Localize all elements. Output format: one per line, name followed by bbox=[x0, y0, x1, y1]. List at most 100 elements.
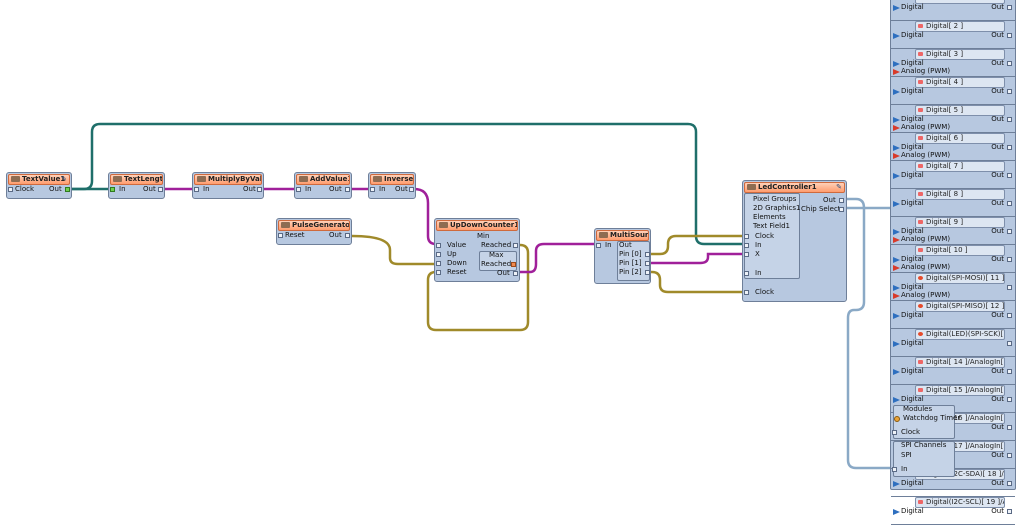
inverse-component[interactable]: Inverse1 In Out bbox=[368, 172, 416, 199]
slot-out-pin[interactable] bbox=[1007, 145, 1012, 150]
addvalue-component[interactable]: AddValue1 In Out bbox=[294, 172, 352, 199]
board-slot[interactable]: Digital(LED)(SPI-SCK)[ 13 ]Digital bbox=[891, 329, 1015, 357]
slot-header[interactable]: Digital[ 8 ] bbox=[915, 189, 1005, 200]
clock2-pin[interactable] bbox=[744, 290, 749, 295]
slot-header[interactable]: Digital[ 4 ] bbox=[915, 77, 1005, 88]
textvalue-component[interactable]: TextValue1✎ Clock Out bbox=[6, 172, 72, 199]
clock-pin[interactable] bbox=[8, 187, 13, 192]
clock-pin[interactable] bbox=[744, 234, 749, 239]
multisource-component[interactable]: MultiSource1 In Out Pin [0] Pin [1] Pin … bbox=[594, 228, 651, 284]
slot-out-pin[interactable] bbox=[1007, 257, 1012, 262]
slot-out-pin[interactable] bbox=[1007, 285, 1012, 290]
slot-header[interactable]: Digital[ 15 ]/AnalogIn[ 1 ] bbox=[915, 385, 1005, 396]
out-pin[interactable] bbox=[257, 187, 262, 192]
out-pin[interactable] bbox=[839, 198, 844, 203]
inverse-title: Inverse1 bbox=[370, 174, 414, 185]
pin0-out[interactable] bbox=[645, 252, 650, 257]
slot-header[interactable]: Digital[ 9 ] bbox=[915, 217, 1005, 228]
modules-clock-pin[interactable] bbox=[892, 430, 897, 435]
wrench-icon[interactable]: ✎ bbox=[836, 183, 842, 191]
reset-pin[interactable] bbox=[436, 270, 441, 275]
in2-pin[interactable] bbox=[744, 271, 749, 276]
slot-out-pin[interactable] bbox=[1007, 173, 1012, 178]
slot-out-pin[interactable] bbox=[1007, 61, 1012, 66]
updowncounter-component[interactable]: UpDownCounter1 Min Value Reached Up Max … bbox=[434, 218, 520, 282]
textlength-component[interactable]: TextLength1 In Out bbox=[108, 172, 165, 199]
slot-out-pin[interactable] bbox=[1007, 5, 1012, 10]
slot-out-pin[interactable] bbox=[1007, 201, 1012, 206]
out-pin[interactable] bbox=[65, 187, 70, 192]
slot-out-pin[interactable] bbox=[1007, 425, 1012, 430]
slot-out-pin[interactable] bbox=[1007, 341, 1012, 346]
slot-header[interactable]: Digital[ 14 ]/AnalogIn[ 0 ] bbox=[915, 357, 1005, 368]
in-pin[interactable] bbox=[744, 243, 749, 248]
slot-out-pin[interactable] bbox=[1007, 89, 1012, 94]
out-pin[interactable] bbox=[409, 187, 414, 192]
slot-out-pin[interactable] bbox=[1007, 509, 1012, 514]
slot-out-pin[interactable] bbox=[1007, 313, 1012, 318]
pin1-out[interactable] bbox=[645, 261, 650, 266]
in-pin[interactable] bbox=[296, 187, 301, 192]
down-pin[interactable] bbox=[436, 261, 441, 266]
wrench-icon[interactable]: ✎ bbox=[61, 175, 67, 183]
slot-out-pin[interactable] bbox=[1007, 117, 1012, 122]
ledcontroller-component[interactable]: LedController1✎ Pixel Groups 2D Graphics… bbox=[742, 180, 847, 302]
chip-select-pin[interactable] bbox=[839, 207, 844, 212]
pulsegenerator-component[interactable]: PulseGenerator1 Reset Out bbox=[276, 218, 352, 245]
multiply-component[interactable]: MultiplyByValue1 In Out bbox=[192, 172, 264, 199]
out-pin[interactable] bbox=[158, 187, 163, 192]
slot-out-pin[interactable] bbox=[1007, 33, 1012, 38]
slot-out-pin[interactable] bbox=[1007, 229, 1012, 234]
value-pin[interactable] bbox=[436, 243, 441, 248]
slot-header[interactable]: Digital[ 3 ] bbox=[915, 49, 1005, 60]
slot-header[interactable]: Digital[ 7 ] bbox=[915, 161, 1005, 172]
slot-header[interactable]: Digital(SPI-MISO)[ 12 ] bbox=[915, 301, 1005, 312]
slot-header[interactable]: Digital(LED)(SPI-SCK)[ 13 ] bbox=[915, 329, 1005, 340]
x-pin[interactable] bbox=[744, 252, 749, 257]
spi-in-pin[interactable] bbox=[892, 467, 897, 472]
slot-out-pin[interactable] bbox=[1007, 397, 1012, 402]
slot-header[interactable]: Digital[ 5 ] bbox=[915, 105, 1005, 116]
in-pin[interactable] bbox=[370, 187, 375, 192]
slot-digital-label: Digital bbox=[901, 255, 924, 263]
slot-header[interactable]: Digital[ 10 ] bbox=[915, 245, 1005, 256]
reached-pin[interactable] bbox=[513, 243, 518, 248]
slot-header[interactable]: Digital[ 2 ] bbox=[915, 21, 1005, 32]
out-pin[interactable] bbox=[513, 271, 518, 276]
in-pin[interactable] bbox=[596, 243, 601, 248]
slot-out-pin[interactable] bbox=[1007, 481, 1012, 486]
reached2-pin[interactable] bbox=[511, 262, 516, 267]
min-label: Min bbox=[477, 232, 490, 240]
slot-digital-label: Digital bbox=[901, 367, 924, 375]
board-slot[interactable]: Digital(I2C-SCL)[ 19 ]/AnalogIn[ 5 ]Digi… bbox=[891, 497, 1015, 525]
up-pin[interactable] bbox=[436, 252, 441, 257]
slot-header[interactable] bbox=[915, 0, 1005, 4]
in-pin[interactable] bbox=[110, 187, 115, 192]
out-pin[interactable] bbox=[345, 187, 350, 192]
slot-out-pin[interactable] bbox=[1007, 369, 1012, 374]
reset-pin[interactable] bbox=[278, 233, 283, 238]
in-pin[interactable] bbox=[194, 187, 199, 192]
slot-header[interactable]: Digital(SPI-MOSI)[ 11 ] bbox=[915, 273, 1005, 284]
pin2-out[interactable] bbox=[645, 270, 650, 275]
out-pin[interactable] bbox=[345, 233, 350, 238]
digital-in-icon bbox=[893, 397, 900, 403]
slot-header[interactable]: Digital[ 6 ] bbox=[915, 133, 1005, 144]
slot-out-pin[interactable] bbox=[1007, 453, 1012, 458]
slot-name: Digital[ 4 ] bbox=[926, 78, 964, 86]
slot-name: Digital[ 10 ] bbox=[926, 246, 968, 254]
